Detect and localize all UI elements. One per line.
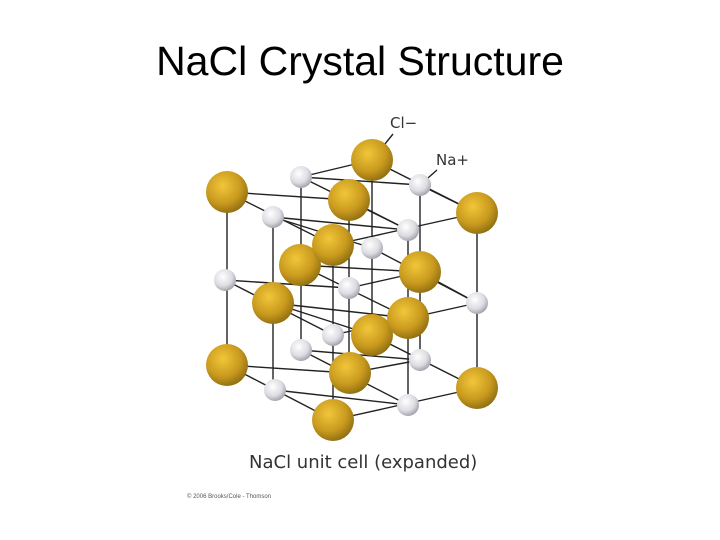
slide-title: NaCl Crystal Structure [156, 38, 564, 84]
cl-ion [456, 367, 498, 409]
cl-ion [312, 224, 354, 266]
cl-ion [252, 282, 294, 324]
diagram-caption: NaCl unit cell (expanded) [249, 452, 478, 473]
na-ion [214, 269, 236, 291]
na-ion [322, 324, 344, 346]
na-ion [397, 219, 419, 241]
na-ion [290, 166, 312, 188]
na-ion [338, 277, 360, 299]
cl-ion [206, 344, 248, 386]
na-ion [466, 292, 488, 314]
na-ion [262, 206, 284, 228]
na-ion [361, 237, 383, 259]
na-ion [409, 349, 431, 371]
cl-ion [351, 139, 393, 181]
na-label: Na+ [436, 151, 469, 169]
cl-ion [328, 179, 370, 221]
cl-ion [329, 352, 371, 394]
na-ion [409, 174, 431, 196]
na-ion [397, 394, 419, 416]
cl-label: Cl− [390, 114, 417, 132]
cl-ion [312, 399, 354, 441]
cl-ion [351, 314, 393, 356]
copyright-notice: © 2006 Brooks/Cole - Thomson [187, 494, 272, 500]
cl-ion [456, 192, 498, 234]
cl-ion [387, 297, 429, 339]
cl-ion [279, 244, 321, 286]
cl-ion [206, 171, 248, 213]
atoms [206, 139, 498, 441]
cl-ion [399, 251, 441, 293]
na-ion [264, 379, 286, 401]
na-ion [290, 339, 312, 361]
